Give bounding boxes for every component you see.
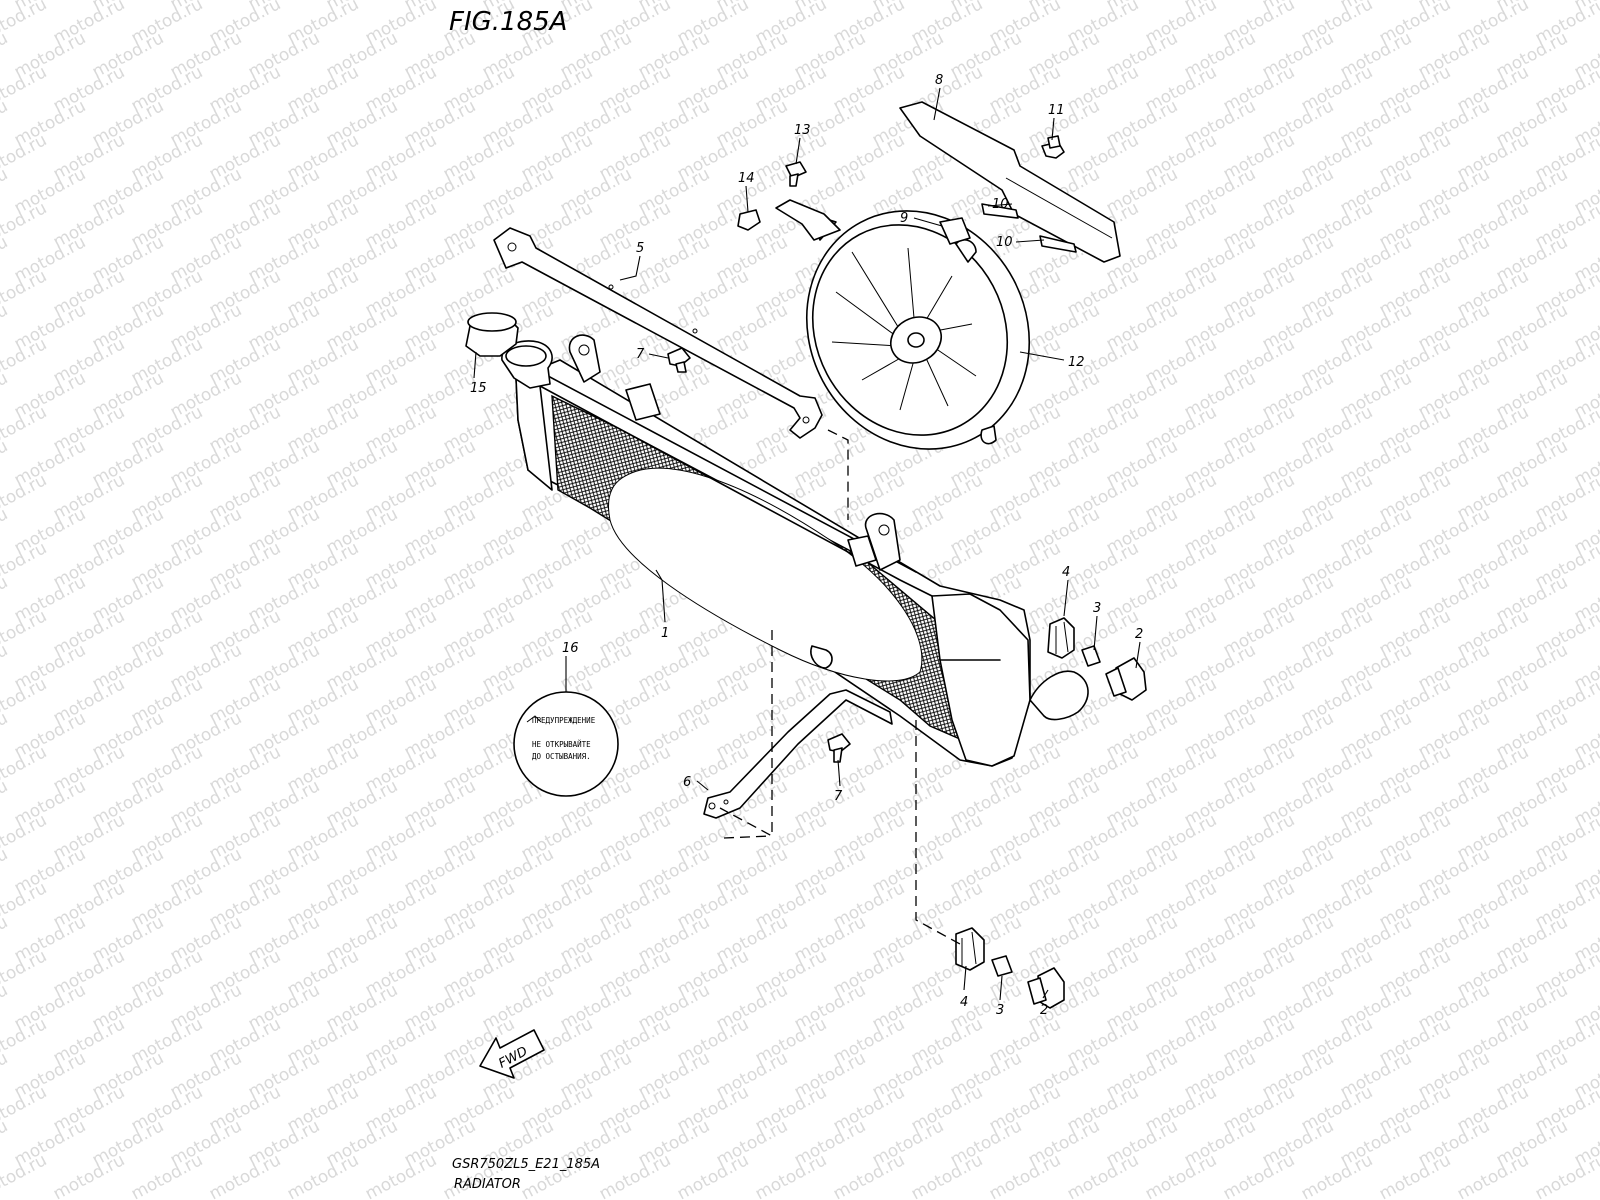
bolt-part-2-upper xyxy=(1105,657,1147,701)
watermark-text: motod.ru xyxy=(0,776,11,830)
callout-3-lower: 3 xyxy=(996,1003,1004,1018)
upper-bracket xyxy=(493,227,823,439)
watermark-text: motod.ru xyxy=(0,980,11,1034)
warning-label-part-16: ПРЕДУПРЕЖДЕНИЕ НЕ ОТКРЫВАЙТЕ ДО ОСТЫВАНИ… xyxy=(513,691,619,797)
watermark-text: motod.ru xyxy=(908,1150,986,1200)
watermark-text: motod.ru xyxy=(1532,1150,1600,1200)
watermark-text: motod.ru xyxy=(1298,1150,1376,1200)
watermark-text: motod.ru xyxy=(0,1048,11,1102)
bolt-part-7-upper xyxy=(667,347,691,373)
clip-nut-part-14 xyxy=(737,209,761,231)
pad-part-9 xyxy=(939,217,971,245)
callout-6: 6 xyxy=(683,775,691,790)
callout-4-lower: 4 xyxy=(960,995,968,1010)
watermark-text: motod.ru xyxy=(0,708,11,762)
assembly-line-c xyxy=(723,835,771,839)
radiator-cap-part-15 xyxy=(465,312,519,357)
callout-9: 9 xyxy=(900,211,908,226)
watermark-text: motod.ru xyxy=(1064,1150,1142,1200)
watermark-text: motod.ru xyxy=(1142,1150,1220,1200)
callout-4-upper: 4 xyxy=(1062,565,1070,580)
fan-shroud-bracket xyxy=(899,101,1121,263)
callout-13: 13 xyxy=(794,123,811,138)
callout-14: 14 xyxy=(738,171,755,186)
callout-11: 11 xyxy=(1048,103,1065,118)
figure-caption: RADIATOR xyxy=(454,1177,521,1192)
figure-title: FIG.185A xyxy=(449,7,567,37)
watermark-text: motod.ru xyxy=(128,1150,206,1200)
grommet-part-4-upper xyxy=(1047,617,1075,659)
bolt-part-2-lower xyxy=(1027,967,1065,1009)
collar-part-3-lower xyxy=(991,955,1013,977)
cooling-fan xyxy=(775,199,1031,450)
watermark-text: motod.ru xyxy=(752,1150,830,1200)
watermark-text: motod.ru xyxy=(0,232,11,286)
watermark-text: motod.ru xyxy=(0,504,11,558)
watermark-text: motod.ru xyxy=(284,1150,362,1200)
watermark-text: motod.ru xyxy=(0,436,11,490)
watermark-text: motod.ru xyxy=(1454,1150,1532,1200)
watermark-text: motod.ru xyxy=(50,1150,128,1200)
watermark-text: motod.ru xyxy=(1220,1150,1298,1200)
callout-10-b: 10 xyxy=(996,235,1013,250)
watermark-text: motod.ru xyxy=(596,1150,674,1200)
callout-2-upper: 2 xyxy=(1135,627,1143,642)
assembly-line-b xyxy=(719,630,773,838)
callout-7-upper: 7 xyxy=(636,347,645,362)
watermark-text: motod.ru xyxy=(986,1150,1064,1200)
callout-10-a: 10 xyxy=(992,197,1009,212)
grommet-part-4-lower xyxy=(955,927,985,971)
assembly-line-d xyxy=(915,720,961,945)
watermark-text: motod.ru xyxy=(0,164,11,218)
lower-bracket-part-6 xyxy=(703,689,893,819)
watermark-text: motod.ru xyxy=(674,1150,752,1200)
callout-5: 5 xyxy=(636,241,644,256)
svg-text:ДО ОСТЫВАНИЯ.: ДО ОСТЫВАНИЯ. xyxy=(532,752,591,761)
watermark-text: motod.ru xyxy=(0,1150,50,1200)
assembly-line-a xyxy=(827,429,849,520)
pad-part-10-a xyxy=(981,203,1019,219)
screw-part-11 xyxy=(1041,135,1065,159)
callout-3-upper: 3 xyxy=(1093,601,1101,616)
watermark-text: motod.ru xyxy=(0,300,11,354)
svg-text:ПРЕДУПРЕЖДЕНИЕ: ПРЕДУПРЕЖДЕНИЕ xyxy=(532,716,596,725)
callouts: 1 2 2 3 3 4 4 5 6 7 7 8 9 10 10 11 12 13… xyxy=(470,73,1143,1018)
callout-leaders xyxy=(473,87,1141,1001)
watermark-text: motod.ru xyxy=(206,1150,284,1200)
callout-8: 8 xyxy=(935,73,943,88)
watermark-text: motod.ru xyxy=(0,912,11,966)
watermark-text: motod.ru xyxy=(0,844,11,898)
collar-part-3-upper xyxy=(1081,645,1101,667)
watermark-text: motod.ru xyxy=(0,28,11,82)
figure-code: GSR750ZL5_E21_185A xyxy=(452,1157,600,1172)
watermark-text: motod.ru xyxy=(1376,1150,1454,1200)
callout-15: 15 xyxy=(470,381,487,396)
watermark-text: motod.ru xyxy=(0,368,11,422)
bolt-part-7-lower xyxy=(827,733,851,763)
bolt-part-13 xyxy=(785,161,807,187)
svg-text:НЕ ОТКРЫВАЙТЕ: НЕ ОТКРЫВАЙТЕ xyxy=(532,740,591,749)
pad-part-10-b xyxy=(1039,235,1077,253)
watermark-text: motod.ru xyxy=(0,96,11,150)
watermark-text: motod.ru xyxy=(0,1116,11,1170)
callout-7-lower: 7 xyxy=(834,789,843,804)
watermark-text: motod.ru xyxy=(0,640,11,694)
callout-16: 16 xyxy=(562,641,579,656)
watermark-text: motod.ru xyxy=(362,1150,440,1200)
callout-1: 1 xyxy=(661,626,669,641)
radiator-core xyxy=(501,334,1089,767)
watermark-text: motod.ru xyxy=(0,572,11,626)
watermark-text: motod.ru xyxy=(830,1150,908,1200)
callout-12: 12 xyxy=(1068,355,1085,370)
callout-2-lower: 2 xyxy=(1040,1003,1048,1018)
